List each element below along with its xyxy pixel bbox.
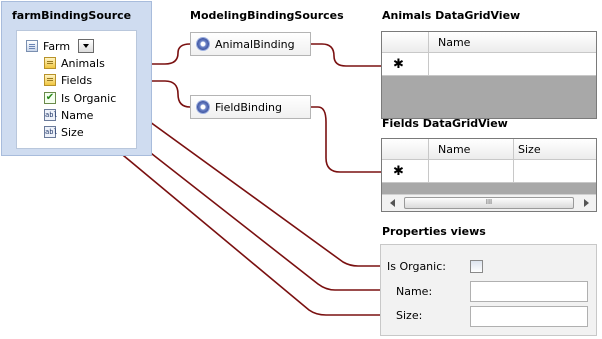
size-field[interactable]	[470, 306, 588, 327]
connector-name-to-property	[100, 113, 381, 291]
binding-source-title: farmBindingSource	[12, 9, 132, 22]
connector-animals-to-binding	[122, 43, 191, 65]
farm-dropdown-button[interactable]	[78, 39, 94, 53]
properties-title: Properties views	[382, 225, 486, 238]
grid-header-row: Name	[382, 32, 596, 53]
grid-new-row[interactable]: ✱	[382, 53, 596, 76]
tree-item-is-organic[interactable]: Is Organic	[61, 92, 117, 105]
column-header-name[interactable]: Name	[438, 36, 471, 49]
fields-grid-title: Fields DataGridView	[382, 117, 508, 130]
is-organic-checkbox[interactable]	[470, 260, 483, 273]
animals-grid-title: Animals DataGridView	[382, 9, 521, 22]
grid-header-row: Name Size	[382, 139, 596, 160]
modeling-title: ModelingBindingSources	[190, 9, 344, 22]
connector-size-to-property	[93, 130, 381, 316]
connector-isorganic-to-property	[116, 97, 381, 267]
column-header-size[interactable]: Size	[518, 143, 541, 156]
properties-panel: Is Organic: Name: Size:	[380, 244, 597, 336]
animal-binding-component[interactable]: AnimalBinding	[190, 32, 311, 56]
row-header-divider	[428, 139, 429, 183]
connector-binding-to-fields-grid	[310, 106, 381, 173]
column-header-name[interactable]: Name	[438, 143, 471, 156]
gear-icon	[197, 101, 209, 113]
checkbox-field-icon: ✔	[44, 92, 56, 104]
text-field-icon: abl	[44, 126, 58, 138]
is-organic-label: Is Organic:	[387, 260, 446, 273]
tree-item-name[interactable]: Name	[61, 109, 94, 122]
row-header-divider	[428, 32, 429, 76]
child-list-icon	[44, 74, 56, 86]
scrollbar-thumb[interactable]: III	[404, 197, 574, 209]
tree-item-farm[interactable]: Farm	[43, 40, 71, 53]
field-binding-component[interactable]: FieldBinding	[190, 95, 311, 119]
new-row-icon: ✱	[393, 164, 404, 179]
scroll-left-arrow-icon[interactable]	[390, 199, 395, 207]
connector-binding-to-animals-grid	[310, 43, 381, 67]
child-list-icon	[44, 57, 56, 69]
field-binding-label: FieldBinding	[215, 101, 282, 114]
animals-grid[interactable]: Name ✱	[381, 31, 597, 119]
size-label: Size:	[396, 309, 423, 322]
tree-item-size[interactable]: Size	[61, 126, 84, 139]
scroll-right-arrow-icon[interactable]	[584, 199, 589, 207]
animal-binding-label: AnimalBinding	[215, 38, 295, 51]
text-field-icon: abl	[44, 109, 58, 121]
fields-grid[interactable]: Name Size ✱ III	[381, 138, 597, 212]
tree-item-animals[interactable]: Animals	[61, 57, 105, 70]
tree-item-fields[interactable]: Fields	[61, 74, 93, 87]
gear-icon	[197, 38, 209, 50]
connector-fields-to-binding	[97, 80, 191, 108]
grid-new-row[interactable]: ✱	[382, 160, 596, 183]
datasource-icon	[26, 40, 38, 52]
name-label: Name:	[396, 285, 433, 298]
horizontal-scrollbar[interactable]: III	[382, 194, 596, 211]
name-field[interactable]	[470, 281, 588, 302]
column-divider	[513, 139, 514, 183]
new-row-icon: ✱	[393, 57, 404, 72]
